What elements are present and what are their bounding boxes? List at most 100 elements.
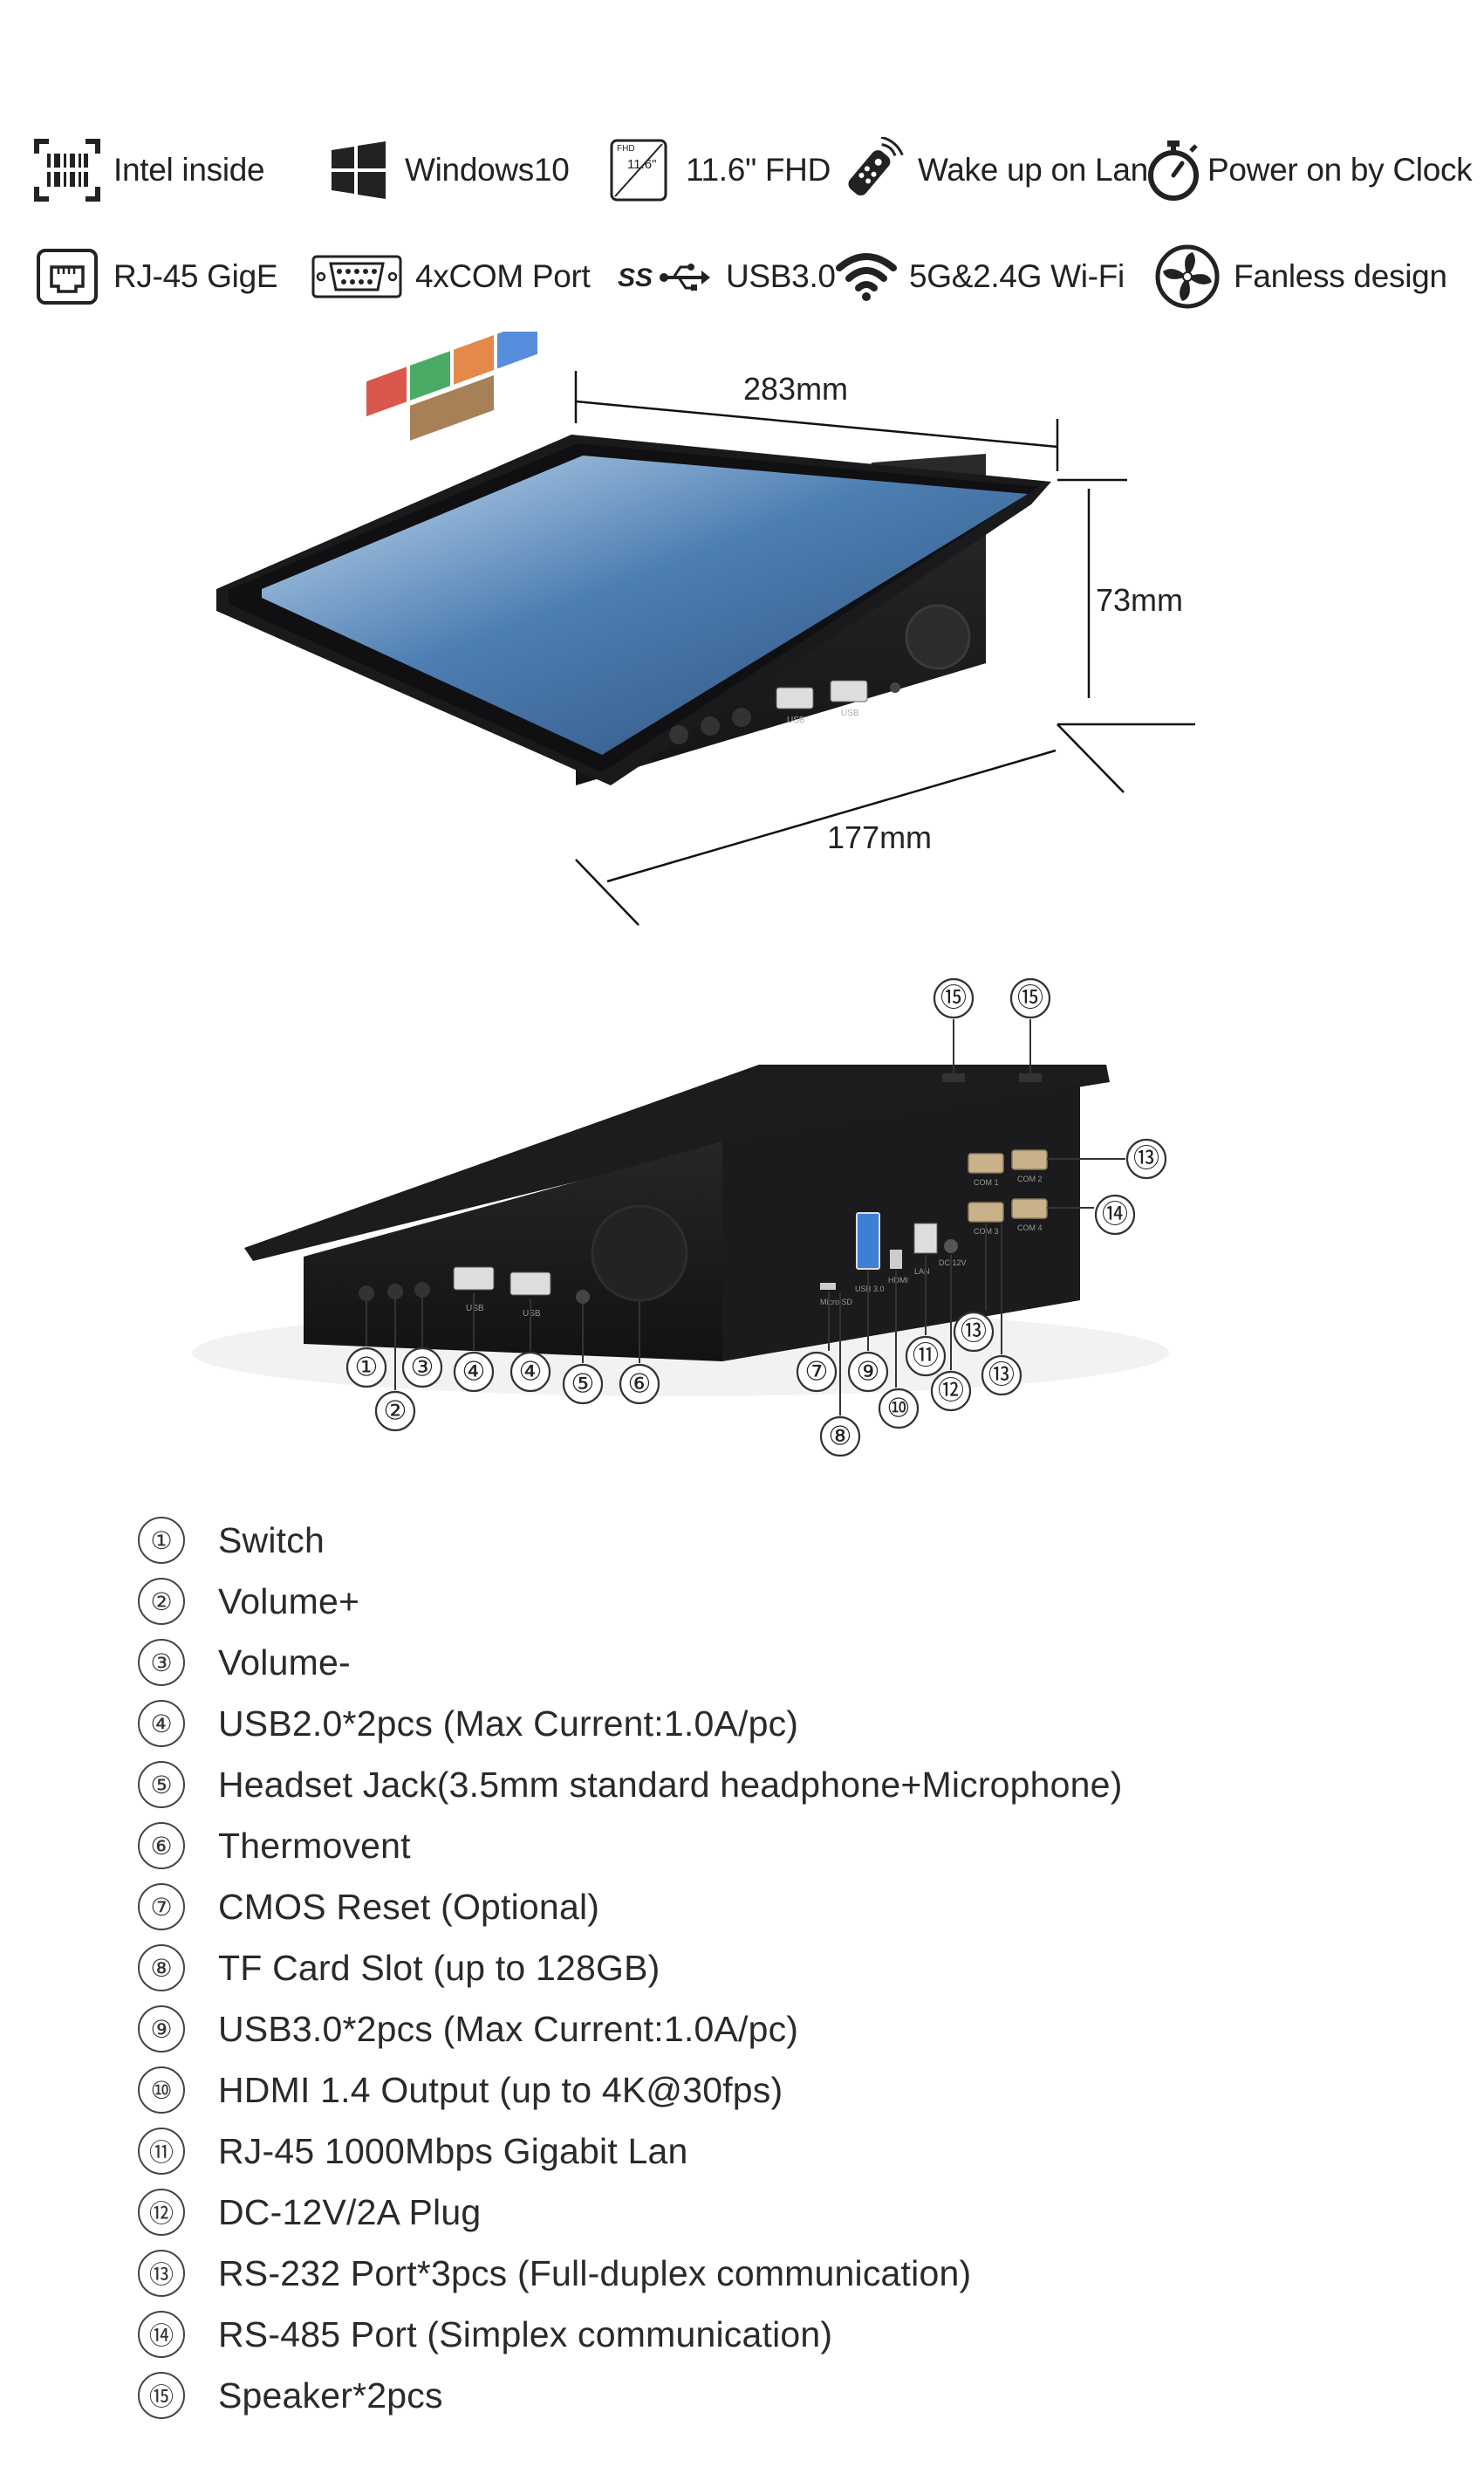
legend-text: USB2.0*2pcs (Max Current:1.0A/pc) — [218, 1703, 799, 1744]
fan-icon — [1153, 243, 1221, 311]
feature-label: USB3.0 — [726, 258, 836, 294]
stopwatch-icon — [1145, 136, 1202, 204]
svg-text:①: ① — [355, 1353, 379, 1383]
feature-intel: Intel inside — [33, 131, 265, 209]
callout-4: ④ — [453, 1351, 495, 1393]
svg-text:⑩: ⑩ — [887, 1394, 911, 1424]
legend-text: Volume+ — [218, 1580, 360, 1621]
ethernet-port-icon — [33, 243, 101, 311]
hdmi-label: HDMI — [888, 1276, 908, 1285]
callout-12: ⑫ — [930, 1370, 972, 1412]
fhd-screen-icon: FHD 11.6" — [605, 136, 674, 204]
legend-item: ② Volume+ — [138, 1571, 1403, 1632]
callout-1: ① — [345, 1347, 387, 1388]
feature-wifi: 5G&2.4G Wi-Fi — [836, 237, 1125, 316]
callout-leaders — [366, 1019, 1125, 1415]
feature-rj45: RJ-45 GigE — [33, 237, 278, 316]
callout-13a: ⑬ — [953, 1311, 995, 1353]
legend-number: ② — [138, 1578, 185, 1625]
svg-text:②: ② — [384, 1396, 407, 1427]
legend-item: ⑨ USB3.0*2pcs (Max Current:1.0A/pc) — [138, 1998, 1403, 2059]
callout-6: ⑥ — [619, 1363, 660, 1405]
callouts: ① ② ③ ④ ④ ⑤ ⑥ ⑦ ⑧ ⑨ ⑩ ⑪ ⑫ ⑬ ⑬ ⑬ ⑭ ⑮ ⑮ — [345, 977, 1167, 1457]
legend-item: ④ USB2.0*2pcs (Max Current:1.0A/pc) — [138, 1693, 1403, 1754]
legend-number: ⑩ — [138, 2066, 185, 2114]
usb-label: USB — [466, 1304, 484, 1313]
barcode-chip-icon — [33, 136, 101, 204]
height-label: 73mm — [1096, 582, 1183, 618]
legend-text: USB3.0*2pcs (Max Current:1.0A/pc) — [218, 2008, 799, 2049]
callout-11: ⑪ — [905, 1335, 947, 1377]
svg-text:⑥: ⑥ — [628, 1369, 652, 1400]
feature-label: Intel inside — [113, 152, 265, 188]
com-label: COM 1 — [974, 1178, 999, 1187]
device-back-view: USB USB Micro SD USB 3.0 HDMI LAN DC 12V… — [192, 1065, 1169, 1396]
svg-text:④: ④ — [519, 1357, 543, 1388]
svg-text:⑬: ⑬ — [1133, 1144, 1159, 1175]
legend-text: RS-485 Port (Simplex communication) — [218, 2313, 833, 2354]
callout-13c: ⑬ — [1125, 1138, 1167, 1180]
com-label: COM 2 — [1017, 1175, 1043, 1183]
feature-label: 11.6" FHD — [686, 152, 831, 188]
callout-3: ③ — [401, 1347, 443, 1388]
feature-label: 4xCOM Port — [415, 258, 591, 294]
feature-label: Wake up on Lan — [918, 152, 1148, 188]
feature-com: 4xCOM Port — [311, 237, 591, 316]
svg-text:⑨: ⑨ — [857, 1357, 880, 1388]
legend-number: ⑭ — [138, 2311, 185, 2358]
legend-text: CMOS Reset (Optional) — [218, 1886, 600, 1927]
width-label: 283mm — [743, 371, 848, 407]
legend-number: ⑬ — [138, 2250, 185, 2297]
legend-text: HDMI 1.4 Output (up to 4K@30fps) — [218, 2069, 783, 2110]
serial-port-icon — [311, 243, 403, 311]
com-label: COM 4 — [1017, 1223, 1043, 1232]
svg-text:⑮: ⑮ — [940, 983, 967, 1014]
legend-text: Speaker*2pcs — [218, 2375, 443, 2416]
legend-number: ④ — [138, 1700, 185, 1747]
svg-text:④: ④ — [462, 1357, 486, 1388]
legend-item: ⑩ HDMI 1.4 Output (up to 4K@30fps) — [138, 2059, 1403, 2121]
legend-item: ⑭ RS-485 Port (Simplex communication) — [138, 2304, 1403, 2365]
callout-13b: ⑬ — [981, 1354, 1022, 1396]
svg-text:⑦: ⑦ — [805, 1357, 829, 1388]
usb-ss-text: SS — [618, 264, 653, 292]
legend-number: ⑧ — [138, 1944, 185, 1991]
fhd-badge-size: 11.6" — [627, 157, 656, 172]
feature-usb3: SS USB3.0 — [616, 237, 836, 316]
callout-14: ⑭ — [1094, 1194, 1136, 1236]
callout-15a: ⑮ — [933, 977, 975, 1019]
ports-callout-diagram: USB USB Micro SD USB 3.0 HDMI LAN DC 12V… — [0, 951, 1484, 1492]
usb-label: USB — [787, 716, 805, 725]
feature-fanless: Fanless design — [1153, 237, 1447, 316]
legend-text: RJ-45 1000Mbps Gigabit Lan — [218, 2130, 688, 2171]
legend-item: ⑦ CMOS Reset (Optional) — [138, 1876, 1403, 1937]
depth-label: 177mm — [827, 819, 932, 855]
legend-number: ③ — [138, 1639, 185, 1686]
legend-text: Switch — [218, 1519, 325, 1560]
front-dimension-diagram: 283mm 73mm 177mm USB USB — [0, 319, 1484, 960]
legend-number: ⑦ — [138, 1883, 185, 1930]
svg-text:⑭: ⑭ — [1102, 1200, 1128, 1230]
legend-number: ⑤ — [138, 1761, 185, 1808]
legend-number: ⑫ — [138, 2189, 185, 2236]
windows-logo-icon — [325, 136, 393, 204]
svg-text:⑪: ⑪ — [913, 1341, 939, 1372]
legend-item: ⑪ RJ-45 1000Mbps Gigabit Lan — [138, 2121, 1403, 2182]
dc-label: DC 12V — [939, 1258, 967, 1267]
dimension-lines — [574, 371, 1195, 926]
legend-text: Thermovent — [218, 1825, 411, 1866]
feature-wol: Wake up on Lan — [838, 131, 1148, 209]
feature-label: 5G&2.4G Wi-Fi — [909, 258, 1125, 294]
feature-windows: Windows10 — [325, 131, 570, 209]
callout-7: ⑦ — [796, 1351, 838, 1393]
callout-5: ⑤ — [562, 1363, 604, 1405]
usb3-label: USB 3.0 — [855, 1285, 885, 1293]
legend-number: ⑨ — [138, 2005, 185, 2053]
legend-number: ⑪ — [138, 2128, 185, 2175]
